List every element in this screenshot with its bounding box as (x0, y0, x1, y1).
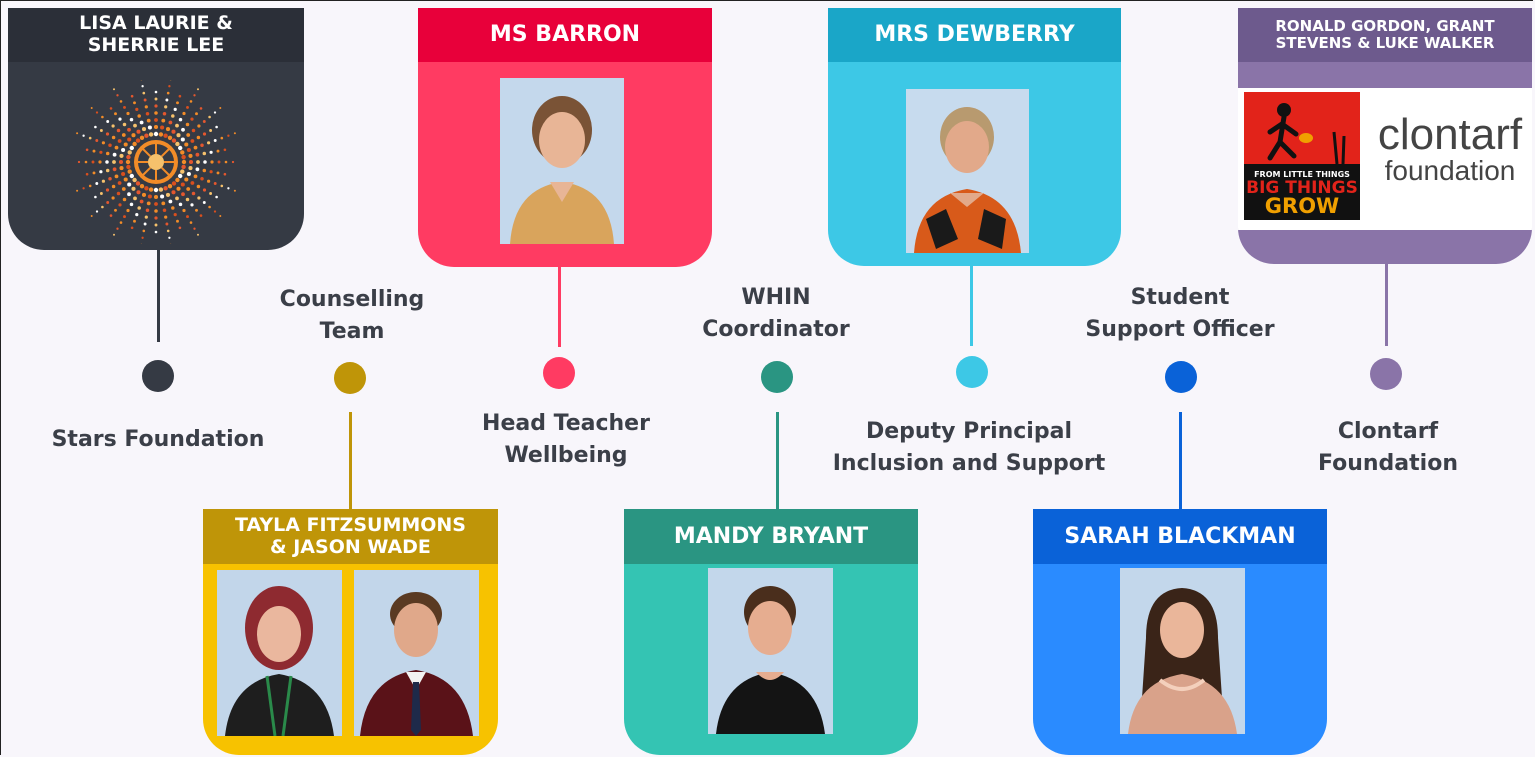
little-things-logo: FROM LITTLE THINGS BIG THINGS GROW (1244, 92, 1360, 220)
staff-photo (354, 570, 479, 736)
role-line2: Foundation (1317, 451, 1458, 476)
card-mrs-dewberry: MRS DEWBERRY (828, 8, 1121, 266)
timeline-dot-deputy (956, 356, 988, 388)
card-name-line1: LISA LAURIE & (79, 12, 233, 35)
card-name: MANDY BRYANT (673, 523, 869, 549)
connector-counselling (349, 412, 352, 509)
card-name-line2: & JASON WADE (270, 535, 431, 558)
role-line1: Stars Foundation (51, 427, 265, 452)
role-line1: Head Teacher (482, 411, 650, 436)
clontarf-brand-line1: clontarf (1377, 110, 1523, 159)
card-sarah-blackman: SARAH BLACKMAN (1033, 509, 1327, 755)
card-mandy-bryant: MANDY BRYANT (624, 509, 918, 755)
card-header: MRS DEWBERRY (828, 8, 1121, 62)
card-header: MS BARRON (418, 8, 712, 62)
card-header: TAYLA FITZSUMMONS & JASON WADE (203, 509, 498, 564)
logo-text-1: FROM LITTLE THINGS (1254, 170, 1350, 179)
card-name: MRS DEWBERRY (874, 22, 1075, 48)
role-line2: Coordinator (702, 317, 850, 342)
logo-text-3: GROW (1264, 194, 1340, 218)
timeline-dot-wellbeing (543, 357, 575, 389)
logo-text-2: BIG THINGS (1246, 178, 1358, 198)
stars-sunburst-logo (71, 78, 241, 246)
role-whin-coordinator: WHIN Coordinator (676, 282, 876, 346)
role-line1: WHIN (741, 285, 811, 310)
card-header: RONALD GORDON, GRANT STEVENS & LUKE WALK… (1238, 8, 1532, 62)
role-line1: Deputy Principal (865, 419, 1072, 444)
card-name-line2: STEVENS & LUKE WALKER (1275, 34, 1495, 52)
role-stars-foundation: Stars Foundation (30, 424, 286, 456)
card-name-line1: TAYLA FITZSUMMONS (234, 513, 466, 536)
card-header: MANDY BRYANT (624, 509, 918, 564)
staff-photo (906, 89, 1029, 253)
role-deputy-principal: Deputy Principal Inclusion and Support (814, 416, 1124, 480)
clontarf-brand-line2: foundation (1384, 155, 1516, 186)
role-clontarf-foundation: Clontarf Foundation (1290, 416, 1486, 480)
card-clontarf: RONALD GORDON, GRANT STEVENS & LUKE WALK… (1238, 8, 1532, 264)
role-counselling-team: Counselling Team (252, 284, 452, 348)
staff-photo (500, 78, 624, 244)
card-ms-barron: MS BARRON (418, 8, 712, 267)
connector-whin (776, 412, 779, 509)
timeline-dot-counselling (334, 362, 366, 394)
timeline-dot-clontarf (1370, 358, 1402, 390)
card-counselling-team: TAYLA FITZSUMMONS & JASON WADE (203, 509, 498, 755)
role-line1: Student (1130, 285, 1230, 310)
card-header: LISA LAURIE & SHERRIE LEE (8, 8, 304, 62)
card-stars-foundation: LISA LAURIE & SHERRIE LEE (8, 8, 304, 250)
clontarf-logo-panel: FROM LITTLE THINGS BIG THINGS GROW clont… (1238, 88, 1532, 230)
card-header: SARAH BLACKMAN (1033, 509, 1327, 564)
staff-photo (1120, 568, 1245, 734)
connector-wellbeing (558, 267, 561, 347)
connector-stars (157, 250, 160, 342)
card-name-line2: SHERRIE LEE (87, 34, 225, 56)
role-line1: Clontarf (1337, 419, 1439, 444)
staff-photo (217, 570, 342, 736)
role-line2: Wellbeing (504, 443, 628, 468)
role-line2: Support Officer (1085, 317, 1275, 342)
role-line2: Team (319, 319, 385, 344)
timeline-dot-stars (142, 360, 174, 392)
role-student-support-officer: Student Support Officer (1070, 282, 1290, 346)
role-line1: Counselling (279, 287, 425, 312)
staff-photo (708, 568, 833, 734)
connector-sso (1179, 412, 1182, 509)
card-name-line1: RONALD GORDON, GRANT (1275, 16, 1495, 35)
timeline-dot-whin (761, 361, 793, 393)
card-name: SARAH BLACKMAN (1064, 523, 1296, 549)
timeline-dot-sso (1165, 361, 1197, 393)
connector-deputy (970, 266, 973, 346)
role-head-teacher-wellbeing: Head Teacher Wellbeing (456, 408, 676, 472)
card-name: MS BARRON (489, 22, 641, 48)
connector-clontarf (1385, 264, 1388, 346)
role-line2: Inclusion and Support (832, 451, 1106, 476)
